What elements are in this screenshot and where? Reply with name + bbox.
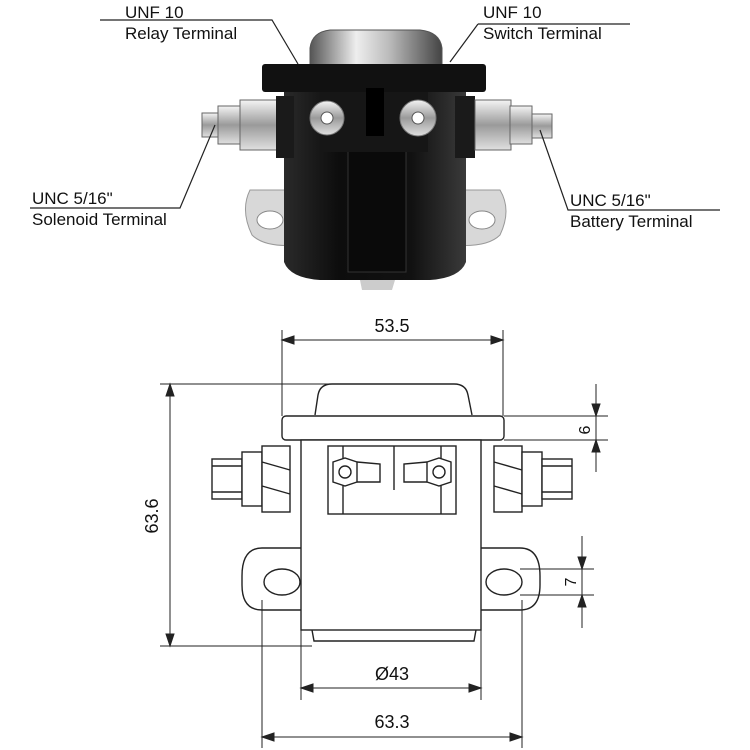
callout-solenoid-line1: UNC 5/16" [32,189,113,208]
drawing-bracket [241,547,301,611]
callout-battery-line2: Battery Terminal [570,212,693,231]
callout-switch-line2: Switch Terminal [483,24,602,43]
drawing-solenoid-stud [211,445,291,513]
photo-cap [309,29,443,67]
dimension-lines [160,330,608,748]
callout-relay: UNF 10 Relay Terminal [125,2,237,44]
drawing-cap [314,383,473,416]
drawing-top-plate [281,415,505,441]
drawing-battery-stud [493,445,573,513]
callout-battery-line1: UNC 5/16" [570,191,651,210]
photo-relay-terminal [309,100,345,136]
dim-diameter: Ø43 [375,664,409,684]
dim-hole: 7 [563,577,580,586]
callout-solenoid: UNC 5/16" Solenoid Terminal [32,188,167,230]
callout-relay-line2: Relay Terminal [125,24,238,43]
photo-top-plate [262,64,486,92]
drawing-switch-terminal [403,457,452,487]
photo-solenoid-stud [201,96,294,158]
callout-battery: UNC 5/16" Battery Terminal [570,190,693,232]
dim-mount-width: 63.3 [374,712,409,732]
callout-solenoid-line2: Solenoid Terminal [32,210,167,229]
photo-switch-terminal [399,99,437,137]
callout-switch-line1: UNF 10 [483,3,542,22]
callout-switch: UNF 10 Switch Terminal [483,2,602,44]
dim-height: 63.6 [142,498,162,533]
dim-top-width: 53.5 [374,316,409,336]
drawing-relay-terminal [332,457,381,487]
dim-flange: 6 [577,425,594,434]
callout-relay-line1: UNF 10 [125,3,184,22]
photo-leader-lines [30,19,720,211]
photo-battery-stud [455,96,553,158]
